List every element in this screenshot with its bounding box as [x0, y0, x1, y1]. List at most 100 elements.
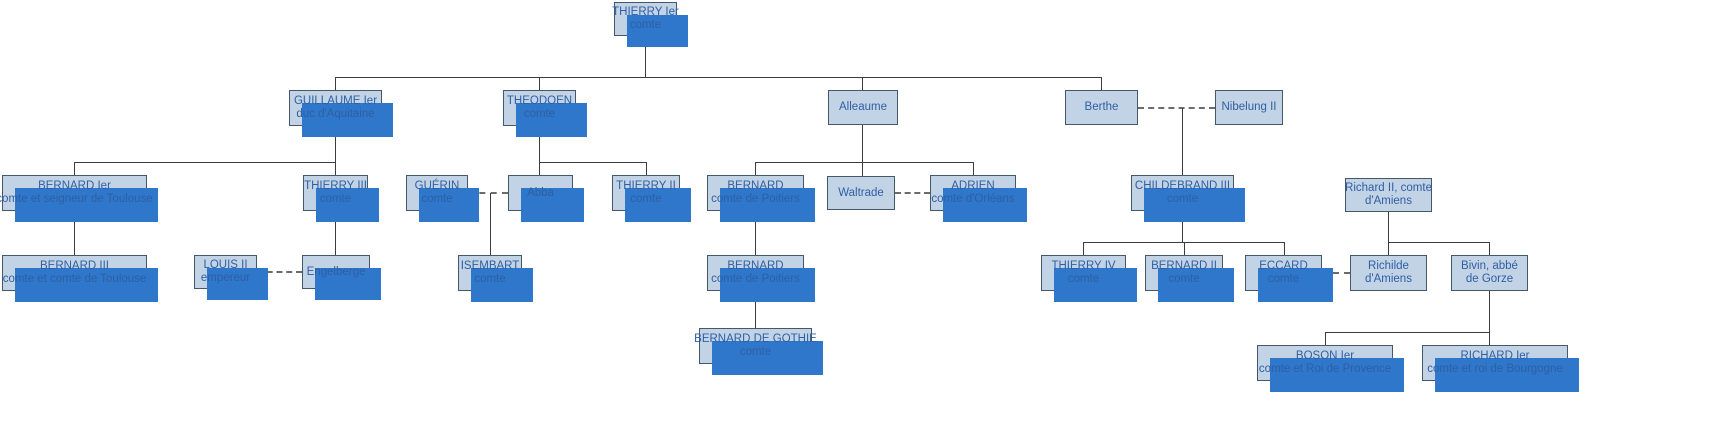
node-richard2[interactable]: Richard II, comte d'Amiens — [1345, 178, 1432, 212]
node-childebrand3[interactable]: CHILDEBRAND III comte — [1131, 175, 1245, 222]
node-label-line2: comte — [739, 346, 772, 358]
node-label-line1: BERNARD — [727, 180, 784, 192]
node-richard1[interactable]: RICHARD Ier comte et roi de Bourgogne — [1422, 345, 1579, 392]
node-label-line2: comte — [1067, 273, 1100, 285]
edge-theodoen-bus — [539, 162, 646, 163]
edge-thierry3-down — [335, 211, 336, 255]
node-boson1[interactable]: BOSON Ier comte et Roi de Provence — [1257, 345, 1404, 392]
node-label-line1: Nibelung II — [1221, 101, 1277, 113]
node-bernard-de-gothie[interactable]: BERNARD DE GOTHIE comte — [694, 328, 823, 375]
node-label-line1: Alleaume — [839, 101, 887, 113]
node-label-line1: BERNARD III — [39, 260, 109, 272]
node-label-line2: comte — [630, 193, 662, 205]
node-thierry2[interactable]: THIERRY II comte — [612, 175, 691, 222]
edge-to-bernard2 — [1184, 242, 1185, 255]
node-label-line1: Bivin, abbé — [1461, 260, 1518, 272]
edge-to-eccard — [1284, 242, 1285, 255]
edge-childebrand3-down — [1182, 211, 1183, 242]
node-label-line1: Richilde — [1368, 260, 1409, 272]
node-label-line1: BOSON Ier — [1295, 350, 1355, 362]
node-label-line2: comte et seigneur de Toulouse — [0, 193, 153, 205]
node-label-line2: d'Amiens — [1365, 195, 1412, 207]
node-bernard-poitiers-1[interactable]: BERNARD comte de Poitiers — [707, 175, 815, 222]
node-label-line1: ADRIEN — [951, 180, 995, 192]
edge-thierry1-down — [645, 36, 646, 77]
node-waltrade[interactable]: Waltrade — [827, 176, 895, 210]
node-label-line1: THIERRY III — [304, 180, 367, 192]
node-nibelung2[interactable]: Nibelung II — [1215, 90, 1283, 125]
node-label-line2: comte et Roi de Provence — [1258, 363, 1392, 375]
edge-to-abba — [539, 162, 540, 175]
edge-to-berthe — [1101, 77, 1102, 90]
node-abba[interactable]: Abba — [508, 175, 584, 222]
edge-childebrand3-up — [1182, 108, 1183, 175]
edge-richard2-bus — [1388, 242, 1489, 243]
node-label-line2: empereur — [200, 272, 251, 284]
node-label-line1: GUILLAUME Ier — [293, 95, 378, 107]
edge-waltrade-adrien-marriage — [895, 192, 930, 194]
edge-to-adrien — [973, 162, 974, 175]
edge-to-thierry4 — [1083, 242, 1084, 255]
node-bernard3[interactable]: BERNARD III comte et comte de Toulouse — [2, 255, 158, 302]
edge-eccard-richilde-marriage — [1322, 272, 1350, 274]
node-label-line1: BERNARD Ier — [38, 180, 111, 192]
node-label-line2: comte et comte de Toulouse — [2, 273, 147, 285]
node-thierry1[interactable]: THIERRY Ier comte — [612, 2, 688, 47]
node-label-line2: comte — [1166, 193, 1199, 205]
node-label-line2: comte — [523, 108, 556, 120]
node-label-line2: comte — [319, 193, 352, 205]
node-isembart[interactable]: ISEMBART comte — [458, 255, 533, 302]
node-engelberge[interactable]: Engelberge — [302, 255, 381, 300]
edge-alleaume-down — [862, 125, 863, 162]
node-label-line2: comte de Poitiers — [711, 193, 800, 205]
node-thierry3[interactable]: THIERRY III comte — [303, 175, 379, 222]
node-label-line2: comte — [1168, 273, 1200, 285]
node-alleaume[interactable]: Alleaume — [828, 90, 898, 125]
edge-to-richard1 — [1489, 332, 1490, 345]
node-label-line2: comte — [421, 193, 453, 205]
edge-isembart-up — [490, 193, 491, 255]
node-label-line1: CHILDEBRAND III — [1134, 180, 1231, 192]
node-label-line1: Waltrade — [838, 186, 884, 199]
edge-bivin-bus — [1325, 332, 1490, 333]
node-label-line1: THIERRY II — [616, 180, 676, 192]
edge-to-alleaume — [862, 77, 863, 90]
edge-richard2-down — [1388, 212, 1389, 242]
node-label-line1: BERNARD — [727, 260, 784, 272]
node-bernard-poitiers-2[interactable]: BERNARD comte de Poitiers — [707, 255, 815, 302]
node-label-line1: LOUIS II — [203, 259, 248, 271]
node-bivin[interactable]: Bivin, abbé de Gorze — [1451, 255, 1528, 291]
node-label-line2: comte — [474, 273, 506, 285]
edge-to-bernardpoit1 — [755, 162, 756, 175]
edge-alleaume-bus — [755, 162, 973, 163]
edge-to-theodoen — [539, 77, 540, 90]
node-label-line1: THEODOEN — [506, 95, 573, 107]
edge-to-thierry2 — [646, 162, 647, 175]
node-guerin[interactable]: GUÉRIN comte — [406, 175, 479, 222]
node-adrien[interactable]: ADRIEN comte d'Orléans — [930, 175, 1027, 222]
node-bernard2[interactable]: BERNARD II comte — [1145, 255, 1234, 302]
node-label-line1: GUÉRIN — [414, 180, 460, 192]
node-label-line2: comte d'Orléans — [931, 193, 1015, 205]
node-theodoen[interactable]: THEODOEN comte — [503, 90, 587, 137]
node-label-line2: comte — [1267, 273, 1300, 285]
edge-guillaume1-down — [335, 126, 336, 162]
node-eccard[interactable]: ECCARD comte — [1245, 255, 1333, 302]
edge-to-thierry3 — [335, 162, 336, 175]
node-label-line2: d'Amiens — [1365, 273, 1412, 285]
node-guillaume1[interactable]: GUILLAUME Ier duc d'Aquitaine — [289, 90, 393, 137]
node-bernard1[interactable]: BERNARD Ier comte et seigneur de Toulous… — [0, 175, 158, 222]
node-label-line1: Richard II, comte — [1345, 182, 1432, 194]
edge-berthe-nibelung-marriage — [1138, 107, 1215, 109]
edge-louis2-engelberge-marriage — [257, 271, 302, 273]
node-thierry4[interactable]: THIERRY IV comte — [1041, 255, 1137, 302]
node-label-line1: Berthe — [1084, 101, 1119, 113]
edge-to-waltrade — [862, 162, 863, 176]
node-berthe[interactable]: Berthe — [1065, 90, 1138, 125]
node-louis2[interactable]: LOUIS II empereur — [194, 255, 268, 300]
node-richilde[interactable]: Richilde d'Amiens — [1350, 255, 1427, 291]
node-label-line2: de Gorze — [1465, 273, 1514, 285]
node-label-line1: BERNARD DE GOTHIE — [694, 333, 817, 345]
node-label-line2: comte de Poitiers — [711, 273, 800, 285]
